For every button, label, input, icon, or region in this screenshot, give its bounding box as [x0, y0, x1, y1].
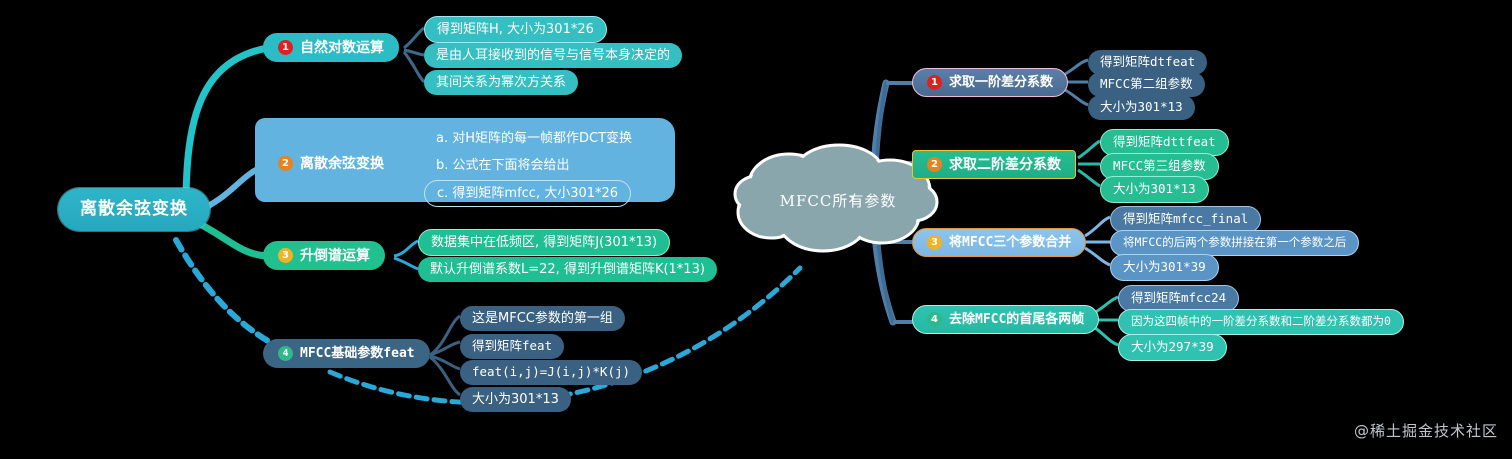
root-node-label: 离散余弦变换 [80, 199, 188, 219]
branch-node-right-3[interactable]: 3 将MFCC三个参数合并 [912, 228, 1087, 257]
cloud-icon [733, 143, 939, 253]
root-node[interactable]: 离散余弦变换 [58, 188, 210, 231]
wire-r2-c1 [1077, 139, 1101, 160]
branch-node-left-1[interactable]: 1 自然对数运算 [263, 33, 399, 62]
leaf-item[interactable]: 因为这四帧中的一阶差分系数和二阶差分系数都为0 [1118, 309, 1404, 335]
leaf-item[interactable]: MFCC第二组参数 [1088, 72, 1205, 97]
branch-index-badge: 2 [927, 157, 942, 172]
leaf-item[interactable]: 得到矩阵dtfeat [1088, 50, 1208, 75]
leaf-item[interactable]: c. 得到矩阵mfcc, 大小301*26 [424, 180, 632, 207]
leaf-item[interactable]: 将MFCC的后两个参数拼接在第一个参数之后 [1110, 230, 1360, 256]
branch-label: 自然对数运算 [300, 39, 384, 56]
branch-node-right-2[interactable]: 2 求取二阶差分系数 [912, 150, 1076, 179]
wire-b1-c1 [403, 26, 425, 50]
leaf-item[interactable]: 大小为297*39 [1118, 334, 1227, 361]
leaf-item[interactable]: 数据集中在低频区, 得到矩阵J(301*13) [418, 229, 671, 256]
branch-label: 去除MFCC的首尾各两帧 [949, 312, 1085, 327]
leaf-item[interactable]: 这是MFCC参数的第一组 [460, 306, 625, 331]
wire-r2-c3 [1077, 168, 1101, 188]
branch-index-badge: 4 [927, 312, 942, 327]
leaf-item[interactable]: 大小为301*13 [1100, 176, 1209, 203]
branch-index-badge: 1 [278, 40, 293, 55]
branch-index-badge: 1 [927, 75, 942, 90]
leaf-item[interactable]: 得到矩阵mfcc_final [1110, 206, 1262, 233]
branch-node-left-4[interactable]: 4 MFCC基础参数feat [263, 339, 430, 368]
branch-label: 将MFCC三个参数合并 [949, 235, 1072, 250]
wire-r4-c1 [1093, 295, 1119, 315]
wire-b4-c1 [429, 314, 461, 357]
leaf-item[interactable]: 大小为301*13 [1088, 95, 1195, 120]
wire-b4-c4 [429, 355, 461, 397]
center-cloud-label: MFCC所有参数 [779, 192, 897, 210]
leaf-item[interactable]: feat(i,j)=J(i,j)*K(j) [460, 360, 643, 385]
wire-root-to-branch3 [192, 218, 270, 260]
leaf-item[interactable]: 是由人耳接收到的信号与信号本身决定的 [424, 43, 683, 68]
leaf-item[interactable]: a. 对H矩阵的每一帧都作DCT变换 [436, 131, 633, 146]
wire-r3-c1 [1084, 215, 1111, 238]
branch-node-left-2[interactable]: 2 离散余弦变换 [263, 149, 399, 178]
wire-r1-c3 [1061, 86, 1089, 107]
leaf-item[interactable]: 得到矩阵mfcc24 [1118, 285, 1240, 312]
leaf-item[interactable]: 得到矩阵H, 大小为301*26 [424, 16, 607, 43]
leaf-item[interactable]: b. 公式在下面将会给出 [436, 158, 570, 173]
branch-index-badge: 3 [278, 248, 293, 263]
wire-b3-c2 [393, 256, 419, 271]
watermark: @稀土掘金技术社区 [1353, 422, 1498, 440]
branch-label: 求取一阶差分系数 [949, 75, 1054, 90]
wire-b4-c2 [429, 340, 461, 357]
leaf-item[interactable]: 大小为301*13 [460, 387, 571, 412]
wire-b1-c2 [403, 48, 425, 57]
leaf-item[interactable]: 默认升倒谱系数L=22, 得到升倒谱矩阵K(1*13) [418, 257, 717, 282]
center-cloud-node[interactable]: MFCC所有参数 [727, 142, 949, 260]
wire-b4-c3 [429, 354, 461, 371]
branch-label: 离散余弦变换 [300, 155, 384, 172]
branch-node-left-3[interactable]: 3 升倒谱运算 [263, 241, 385, 270]
leaf-item[interactable]: 得到矩阵feat [460, 334, 565, 359]
branch-index-badge: 3 [927, 235, 942, 250]
wire-b1-c3 [402, 51, 426, 84]
wire-b3-c1 [393, 239, 419, 258]
wire-r1-c1 [1061, 58, 1089, 78]
branch-index-badge: 2 [278, 156, 293, 171]
leaf-item[interactable]: 得到矩阵dttfeat [1100, 129, 1229, 156]
branch-node-right-1[interactable]: 1 求取一阶差分系数 [912, 68, 1069, 97]
branch-label: 求取二阶差分系数 [949, 156, 1061, 173]
wire-r4-c3 [1093, 325, 1119, 347]
branch-label: MFCC基础参数feat [300, 346, 415, 361]
wire-r3-c3 [1084, 246, 1111, 267]
branch-label: 升倒谱运算 [300, 247, 370, 264]
leaf-item[interactable]: 其间关系为幂次方关系 [424, 70, 579, 95]
leaf-item[interactable]: 大小为301*39 [1110, 254, 1219, 281]
branch-node-right-4[interactable]: 4 去除MFCC的首尾各两帧 [912, 305, 1100, 334]
branch-index-badge: 4 [278, 346, 293, 361]
